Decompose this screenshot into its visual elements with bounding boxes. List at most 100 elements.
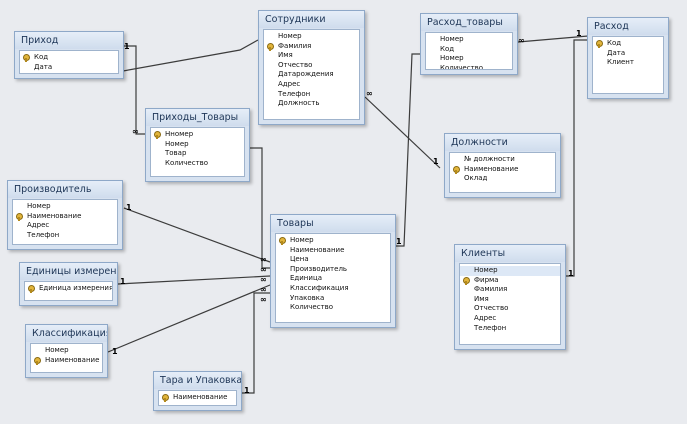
field-row[interactable]: Номер bbox=[426, 35, 512, 45]
field-name: Код bbox=[440, 44, 455, 53]
rel-proizvoditel-tovary bbox=[123, 207, 271, 263]
field-row[interactable]: Производитель bbox=[276, 265, 390, 275]
field-row[interactable]: Телефон bbox=[264, 90, 359, 100]
field-row[interactable]: Фамилия bbox=[264, 42, 359, 52]
field-row[interactable]: Фирма bbox=[460, 276, 560, 286]
field-row[interactable]: Отчество bbox=[460, 304, 560, 314]
primary-key-icon bbox=[162, 394, 169, 402]
field-row[interactable]: № должности bbox=[450, 155, 555, 165]
field-name: Номер bbox=[440, 54, 464, 63]
field-row[interactable]: Количество bbox=[151, 159, 244, 169]
field-row[interactable]: Адрес bbox=[264, 80, 359, 90]
mark-one-rashod: 1 bbox=[576, 29, 582, 38]
field-row[interactable]: Датарождения bbox=[264, 70, 359, 80]
field-row[interactable]: Номер bbox=[426, 54, 512, 64]
field-row[interactable]: Номер bbox=[13, 202, 117, 212]
field-name: Наименование bbox=[173, 393, 228, 401]
field-row[interactable]: Наименование bbox=[450, 165, 555, 175]
field-row[interactable]: Номер bbox=[31, 346, 102, 356]
table-title: Классификация bbox=[26, 325, 107, 342]
field-row[interactable]: Единица измерения bbox=[25, 284, 112, 294]
field-row[interactable]: Адрес bbox=[460, 314, 560, 324]
field-row[interactable]: Нномер bbox=[151, 130, 244, 140]
field-row[interactable]: Наименование bbox=[13, 212, 117, 222]
field-row[interactable]: Цена bbox=[276, 255, 390, 265]
field-row[interactable]: Номер bbox=[460, 266, 560, 276]
rel-prihod-sotrudniki bbox=[122, 39, 259, 72]
field-name: Номер bbox=[27, 202, 51, 210]
field-row[interactable]: Количество bbox=[276, 303, 390, 313]
mark-many-tovary-1: ∞ bbox=[260, 255, 267, 264]
field-row[interactable]: Наименование bbox=[276, 246, 390, 256]
mark-one-klienty: 1 bbox=[568, 269, 574, 278]
field-row[interactable]: Номер bbox=[276, 236, 390, 246]
field-row[interactable]: Количество bbox=[426, 64, 512, 69]
field-row[interactable]: Товар bbox=[151, 149, 244, 159]
field-row[interactable]: Номер bbox=[264, 32, 359, 42]
field-row[interactable]: Имя bbox=[460, 295, 560, 305]
table-title: Сотрудники bbox=[259, 11, 364, 28]
field-row[interactable]: Классификация bbox=[276, 284, 390, 294]
rel-edinicy-tovary bbox=[117, 275, 271, 285]
field-row[interactable]: Имя bbox=[264, 51, 359, 61]
primary-key-icon bbox=[463, 276, 470, 285]
field-row[interactable]: Наименование bbox=[31, 356, 102, 366]
mark-many-tovary-5: ∞ bbox=[260, 295, 267, 304]
table-edinicy-izmereniya[interactable]: Единицы измерения Единица измерения bbox=[19, 262, 118, 306]
field-row[interactable]: Единица bbox=[276, 274, 390, 284]
mark-one-dolzhnosti: 1 bbox=[433, 157, 439, 166]
mark-one-proizvoditel: 1 bbox=[126, 203, 132, 212]
field-row[interactable]: Код bbox=[426, 45, 512, 55]
field-row[interactable]: Должность bbox=[264, 99, 359, 109]
field-name: Фирма bbox=[474, 275, 499, 284]
field-list[interactable]: Единица измерения bbox=[24, 281, 113, 301]
field-row[interactable]: Дата bbox=[20, 63, 118, 73]
mark-many-tovary-4: ∞ bbox=[260, 285, 267, 294]
field-row[interactable]: Оклад bbox=[450, 174, 555, 184]
field-row[interactable]: Код bbox=[593, 39, 663, 49]
field-name: Дата bbox=[34, 62, 53, 71]
field-row[interactable]: Наименование bbox=[159, 393, 236, 403]
field-row[interactable]: Телефон bbox=[13, 231, 117, 241]
field-row[interactable]: Фамилия bbox=[460, 285, 560, 295]
field-row[interactable]: Отчество bbox=[264, 61, 359, 71]
rel-klassifikaciya-tovary bbox=[107, 284, 271, 353]
mark-one-edinicy: 1 bbox=[120, 277, 126, 286]
mark-many-rashodtovary: ∞ bbox=[518, 36, 525, 45]
field-name: Телефон bbox=[278, 89, 311, 98]
field-row[interactable]: Сотрудник bbox=[20, 72, 118, 73]
field-name: Код bbox=[34, 53, 49, 61]
field-row[interactable]: Упаковка bbox=[276, 294, 390, 304]
primary-key-icon bbox=[23, 54, 30, 62]
field-name: Номер bbox=[278, 32, 302, 40]
field-name: Единица измерения bbox=[39, 284, 113, 292]
table-tara-i-upakovka[interactable]: Тара и Упаковка Наименование bbox=[153, 371, 242, 411]
field-row[interactable]: Номер bbox=[151, 140, 244, 150]
field-row[interactable]: Телефон bbox=[460, 324, 560, 334]
field-list[interactable]: Наименование bbox=[158, 390, 237, 406]
field-row[interactable]: Адрес bbox=[13, 221, 117, 231]
field-row[interactable]: Дата bbox=[593, 49, 663, 59]
field-row[interactable]: Клиент bbox=[593, 58, 663, 68]
field-row[interactable]: Код bbox=[20, 53, 118, 63]
